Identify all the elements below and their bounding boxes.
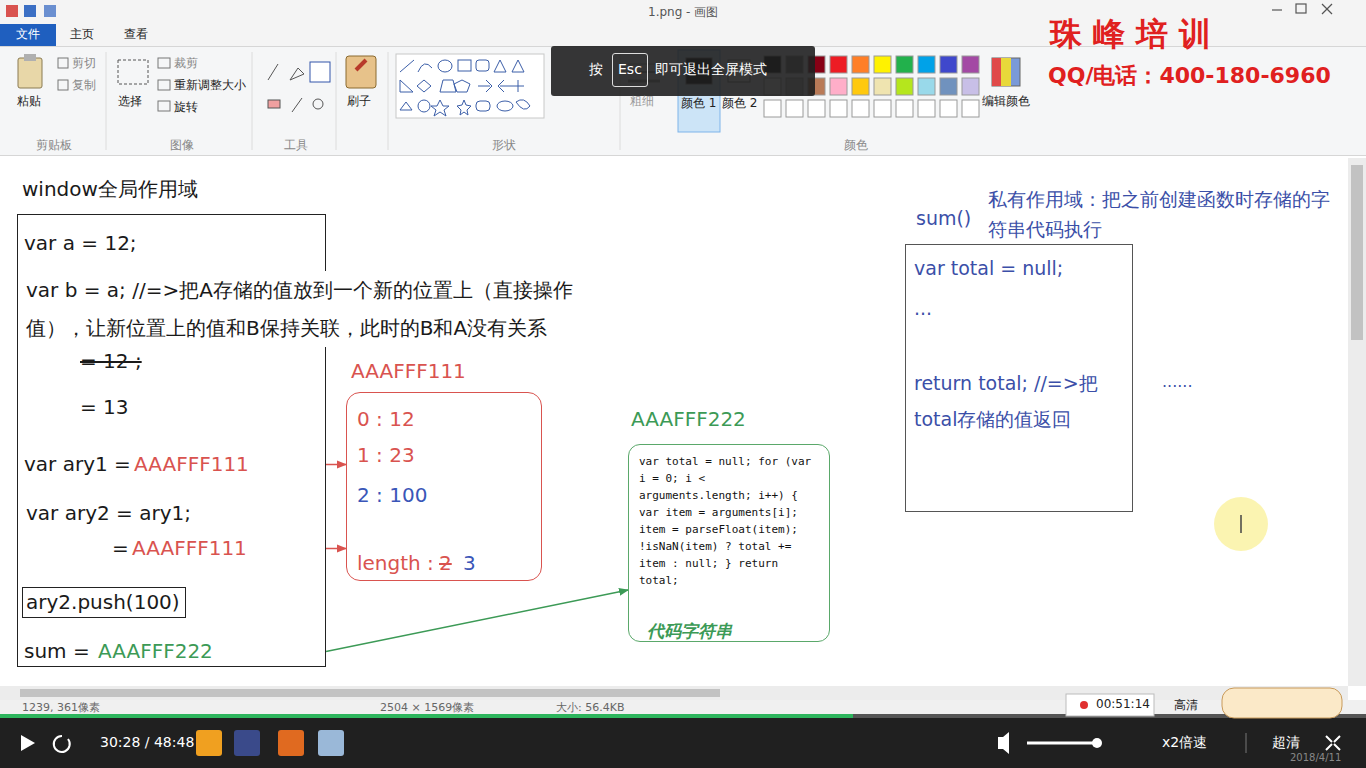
window-buttons (1272, 4, 1332, 14)
ribbon-button: 编辑颜色 (982, 94, 1030, 109)
ellipsis: ...... (1162, 372, 1193, 392)
shape-gallery (396, 54, 544, 118)
code-string-note: 代码字符串 (647, 621, 732, 642)
code-line: var b = a; //=>把A存储的值放到一个新的位置上（直接操作值），让新… (26, 271, 603, 347)
play-time: 30:28 / 48:48 (100, 734, 194, 752)
player-icons (21, 730, 1340, 756)
ribbon-group-label: 剪贴板 (36, 138, 72, 153)
status-text: 2504 × 1569像素 (380, 701, 474, 715)
ribbon-button: 重新调整大小 (174, 78, 246, 93)
struck-value: = 12 ; (80, 349, 142, 374)
ribbon-tab: 主页 (70, 27, 94, 42)
ribbon-button: 粗细 (630, 94, 654, 109)
ribbon-button: 选择 (118, 94, 142, 109)
code-line: var total = null; (914, 257, 1063, 281)
heap-address: AAAFFF111 (134, 452, 249, 477)
heap-address: AAAFFF222 (98, 639, 213, 664)
heap-entry: 3 (463, 551, 476, 576)
clock-date: 2018/4/11 (1290, 752, 1341, 765)
code-line: sum = (24, 639, 90, 664)
tool-icons (268, 56, 376, 112)
code-box: ary2.push(100) (22, 587, 186, 618)
ribbon-button: 剪切 (72, 56, 96, 71)
heap-entry: 2 : 100 (357, 483, 427, 508)
toast-text: 即可退出全屏模式 (655, 61, 767, 79)
clipboard-icons (18, 54, 170, 111)
ribbon-group-label: 形状 (492, 138, 516, 153)
heap-entry: 1 : 23 (357, 443, 415, 468)
ribbon-button: 裁剪 (174, 56, 198, 71)
edit-colors-icon (992, 58, 1020, 86)
ribbon-button: 复制 (72, 78, 96, 93)
code-line: ary2.push(100) (26, 590, 180, 615)
status-text: 大小: 56.4KB (556, 701, 624, 715)
code-line: = 13 (80, 395, 129, 420)
code-line: = (112, 536, 129, 561)
ribbon-group-label: 图像 (170, 138, 194, 153)
watermark: QQ/电话：400-180-6960 (1048, 62, 1331, 90)
status-bar (0, 700, 1366, 715)
key-label: Esc (618, 61, 642, 79)
scroll-thumb (1351, 165, 1363, 340)
ribbon-group-label: 颜色 (844, 138, 868, 153)
ribbon-button: 粘贴 (17, 94, 41, 109)
watermark: 珠 峰 培 训 (1050, 14, 1211, 54)
private-scope-box: sum()var total = null;...return total; /… (905, 244, 1133, 512)
heap-entry: 0 : 12 (357, 407, 415, 432)
status-text: 1239, 361像素 (22, 701, 100, 715)
scope-box: window全局作用域var a = 12;var b = a; //=>把A存… (17, 214, 326, 667)
heap-address: AAAFFF111 (351, 359, 466, 384)
code-line: var a = 12; (24, 231, 137, 256)
window-title: 1.png - 画图 (648, 5, 718, 20)
pointer-arrow (326, 548, 346, 550)
ribbon-group-label: 工具 (284, 138, 308, 153)
code-snippet: var total = null; for (var i = 0; i < ar… (639, 453, 823, 589)
code-line: ... (914, 297, 932, 321)
ribbon-tab: 文件 (16, 27, 40, 42)
heap-entry: length : (357, 551, 434, 576)
quality-label: 高清 (1174, 698, 1198, 713)
pointer-arrow (326, 590, 628, 652)
code-line: var ary1 = (24, 452, 131, 477)
heap-address: AAAFFF222 (631, 407, 746, 432)
ribbon-button: 旋转 (174, 100, 198, 115)
ribbon-button: 刷子 (347, 94, 371, 109)
scroll-thumb (20, 689, 720, 697)
pointer-arrow (326, 464, 346, 466)
quick-access-icons (6, 5, 56, 17)
speed-button: x2倍速 (1162, 734, 1207, 752)
ribbon-button: 颜色 1 (681, 96, 716, 111)
struck-value: 2 (439, 551, 452, 576)
heap-memory-box: AAAFFF1110 : 121 : 232 : 100length :23 (346, 392, 542, 581)
recording-badge (1066, 688, 1342, 718)
cursor-highlight (1214, 497, 1268, 551)
recording-time: 00:51:14 (1096, 697, 1150, 712)
code-line: return total; //=>把total存储的值返回 (914, 365, 1126, 437)
toast-text: 按 (589, 61, 603, 79)
annotation: 私有作用域：把之前创建函数时存储的字符串代码执行 (988, 184, 1333, 244)
ribbon-button: 颜色 2 (722, 96, 757, 111)
ribbon-tab: 查看 (124, 27, 148, 42)
scope-heading: sum() (916, 207, 971, 231)
code-line: var ary2 = ary1; (26, 501, 191, 526)
quality-button: 超清 (1272, 734, 1300, 752)
scope-heading: window全局作用域 (22, 177, 198, 202)
heap-address: AAAFFF111 (132, 536, 247, 561)
ribbon-dividers (106, 52, 620, 150)
function-code-box: AAAFFF222var total = null; for (var i = … (628, 444, 830, 642)
